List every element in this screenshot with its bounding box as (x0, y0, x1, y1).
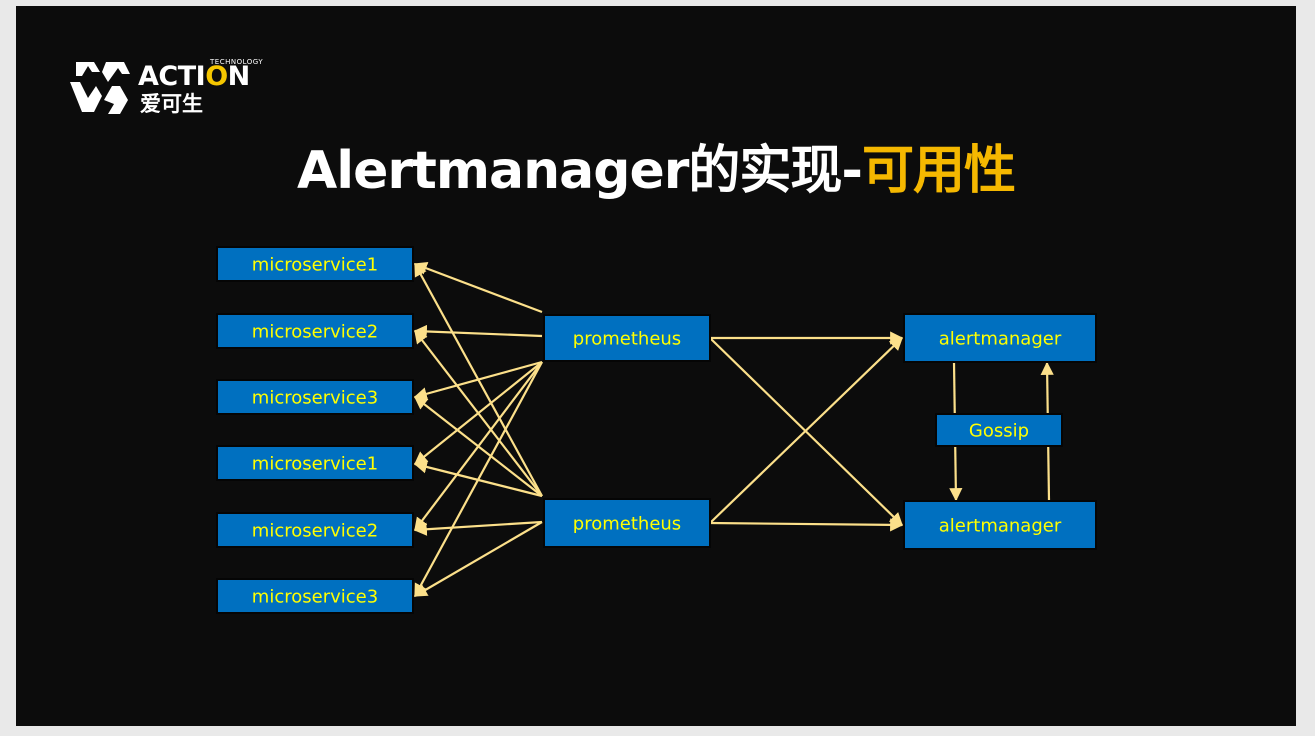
node-box-ms1b (216, 445, 414, 481)
node-label-am1: alertmanager (939, 329, 1062, 350)
slide: TECHNOLOGY ACTION 爱可生 Alertmanager的实现-可用… (16, 6, 1296, 726)
node-box-prom2 (543, 498, 711, 548)
node-ms1b: microservice1 (216, 445, 414, 481)
edge-prom2-to-am1 (709, 337, 903, 524)
node-label-ms3a: microservice3 (252, 388, 378, 409)
node-label-prom1: prometheus (573, 329, 681, 350)
node-prom1: prometheus (543, 314, 711, 362)
action-logo-icon (70, 62, 130, 114)
node-label-ms1b: microservice1 (252, 454, 378, 475)
node-ms3a: microservice3 (216, 379, 414, 415)
node-box-prom1 (543, 314, 711, 362)
node-prom2: prometheus (543, 498, 711, 548)
logo-technology-text: TECHNOLOGY (210, 58, 264, 66)
node-label-ms2b: microservice2 (252, 521, 378, 542)
node-box-gossip (935, 413, 1063, 447)
edge-prom2-to-ms2b (413, 520, 543, 536)
edge-prom2-to-ms2a (414, 329, 543, 497)
title-accent: 可用性 (861, 141, 1016, 201)
logo-chinese-text: 爱可生 (140, 92, 203, 116)
node-box-am1 (903, 313, 1097, 363)
node-box-ms3b (216, 578, 414, 614)
title-main: Alertmanager的实现- (297, 141, 863, 201)
node-box-ms2b (216, 512, 414, 548)
node-label-ms2a: microservice2 (252, 322, 378, 343)
node-label-gossip: Gossip (969, 421, 1029, 442)
node-box-ms1a (216, 246, 414, 282)
node-label-prom2: prometheus (573, 514, 681, 535)
node-ms2a: microservice2 (216, 313, 414, 349)
node-ms1a: microservice1 (216, 246, 414, 282)
node-box-ms2a (216, 313, 414, 349)
architecture-diagram: microservice1 microservice2 microservice3 m… (216, 246, 1097, 614)
page-title: Alertmanager的实现-可用性 (16, 138, 1296, 204)
edge-prom2-to-ms3b (413, 521, 543, 597)
edge-prom2-to-am2 (709, 518, 904, 532)
node-am1: alertmanager (903, 313, 1097, 363)
edge-prom1-to-ms2a (413, 324, 543, 339)
edge-prom2-to-ms1a (414, 262, 543, 497)
node-box-am2 (903, 500, 1097, 550)
node-label-ms1a: microservice1 (252, 255, 378, 276)
nodes-layer: microservice1 microservice2 microservice3 m… (216, 246, 1097, 614)
node-am2: alertmanager (903, 500, 1097, 550)
brand-logo: TECHNOLOGY ACTION 爱可生 (68, 58, 278, 122)
node-label-ms3b: microservice3 (252, 587, 378, 608)
edge-prom1-to-ms1a (413, 262, 543, 314)
logo-brand-text: ACTION (138, 61, 250, 92)
node-gossip: Gossip (935, 413, 1063, 447)
edge-prom2-to-ms1b (413, 460, 543, 498)
node-ms3b: microservice3 (216, 578, 414, 614)
edge-prom2-to-ms3a (413, 396, 543, 497)
node-box-ms3a (216, 379, 414, 415)
node-ms2b: microservice2 (216, 512, 414, 548)
node-label-am2: alertmanager (939, 516, 1062, 537)
